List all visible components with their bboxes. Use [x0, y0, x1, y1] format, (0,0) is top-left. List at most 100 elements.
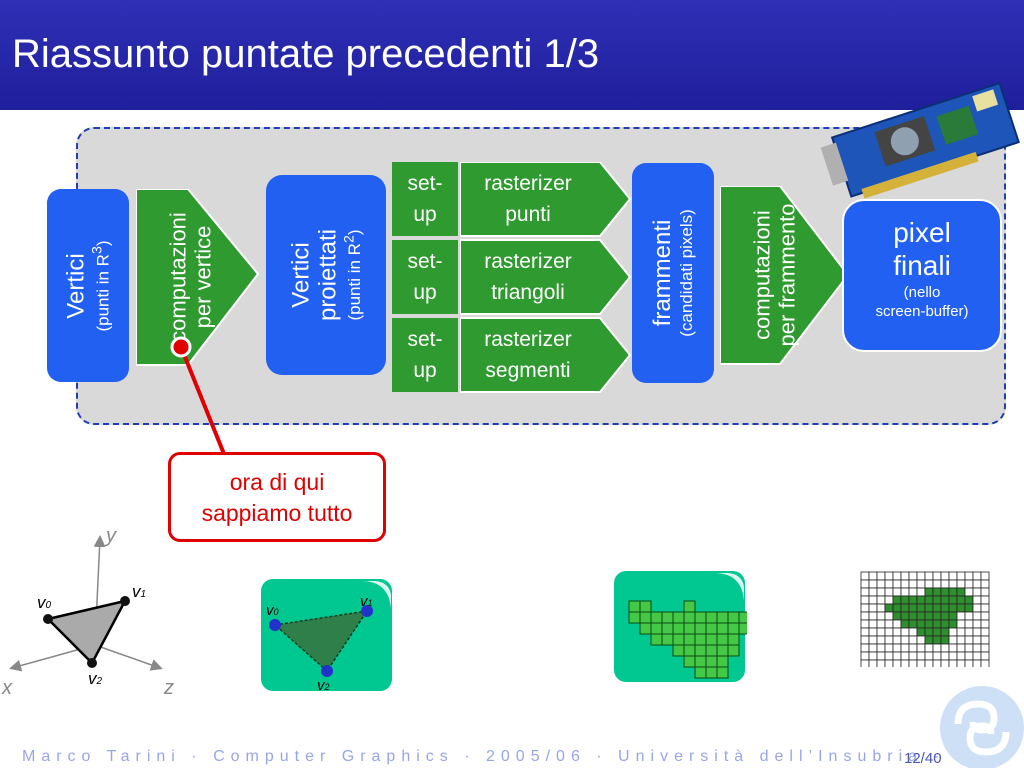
- pixel-cell: [932, 619, 942, 629]
- pixel-cell: [900, 635, 910, 645]
- pixel-cell: [940, 603, 950, 613]
- triangle-shape: [45, 599, 128, 666]
- fragment-cell: [716, 633, 729, 646]
- pixel-cell: [956, 659, 966, 667]
- pixel-cell: [884, 595, 894, 605]
- vertex-computation-arrow-shape: [136, 189, 260, 366]
- fragment-cell: [628, 611, 641, 624]
- z-axis: [94, 644, 163, 671]
- projected-vertices-box: Vertici proiettati (punti in R2): [266, 175, 386, 375]
- pixel-cell: [916, 595, 926, 605]
- pixel-cell: [860, 619, 870, 629]
- pixel-cell: [908, 659, 918, 667]
- pixel-cell: [940, 579, 950, 589]
- pixel-cell: [956, 619, 966, 629]
- pixel-cell: [884, 587, 894, 597]
- pixel-cell: [900, 659, 910, 667]
- callout-box: ora di qui sappiamo tutto: [168, 452, 386, 542]
- pixel-cell: [964, 643, 974, 653]
- fragment-cell: [727, 611, 740, 624]
- pixel-cell: [884, 619, 894, 629]
- pixel-cell: [876, 611, 886, 621]
- pixel-cell: [924, 643, 934, 653]
- pixel-cell: [972, 643, 982, 653]
- pixel-cell: [892, 659, 902, 667]
- pixel-cell: [900, 571, 910, 581]
- pixel-cell: [868, 651, 878, 661]
- fragment-cell: [694, 666, 707, 679]
- pixel-cell: [884, 643, 894, 653]
- pixel-cell: [924, 595, 934, 605]
- vertex-dot-v0: [43, 614, 53, 624]
- pixel-cell: [900, 651, 910, 661]
- fragment-cell: [694, 622, 707, 635]
- label-v2: v2: [88, 669, 103, 688]
- pixel-cell: [924, 635, 934, 645]
- pixel-cell: [860, 651, 870, 661]
- rasterizer-segments-label: rasterizer segmenti: [484, 328, 572, 382]
- pixel-cell: [932, 595, 942, 605]
- fragment-cell: [672, 644, 685, 657]
- pixel-cell: [924, 603, 934, 613]
- pixel-cell: [868, 635, 878, 645]
- pixel-cell: [932, 627, 942, 637]
- pixel-cell: [980, 619, 990, 629]
- pixel-cell: [940, 587, 950, 597]
- pixel-cell: [948, 659, 958, 667]
- setup-cell-3: set- up: [392, 318, 458, 392]
- pixel-cell: [868, 659, 878, 667]
- pixel-cell: [860, 579, 870, 589]
- x-axis-label: x: [1, 677, 13, 699]
- pixel-cell: [964, 571, 974, 581]
- pixel-cell: [860, 603, 870, 613]
- pixel-cell: [980, 611, 990, 621]
- pixel-cell: [900, 643, 910, 653]
- projected-label-v2: v2: [317, 677, 330, 693]
- pixel-cell: [932, 659, 942, 667]
- fragment-cell: [705, 611, 718, 624]
- pixel-cell: [900, 619, 910, 629]
- fragment-cell: [683, 644, 696, 657]
- pixel-cell: [900, 579, 910, 589]
- callout-line1: ora di qui: [229, 469, 325, 495]
- pixel-cell: [860, 635, 870, 645]
- fragment-cell: [672, 622, 685, 635]
- fragment-cell: [650, 622, 663, 635]
- pixel-cell: [956, 635, 966, 645]
- projected-triangle-panel: v0 v1 v2: [261, 579, 392, 693]
- pixel-cell: [972, 611, 982, 621]
- 3d-triangle-diagram: y x z v0 v1 v2: [1, 525, 174, 699]
- pixel-cell: [916, 635, 926, 645]
- fragment-cell: [716, 644, 729, 657]
- pixel-cell: [932, 643, 942, 653]
- final-pixel-grid: [860, 571, 990, 667]
- pixel-cell: [964, 659, 974, 667]
- pixel-cell: [964, 603, 974, 613]
- pixel-cell: [892, 627, 902, 637]
- pixel-cell: [892, 635, 902, 645]
- pixel-cell: [964, 587, 974, 597]
- pixel-cell: [860, 611, 870, 621]
- final-pixels-line2: finali: [893, 250, 951, 281]
- pixel-cell: [948, 627, 958, 637]
- z-axis-label: z: [163, 677, 174, 699]
- fragments-box: frammenti (candidati pixels): [632, 163, 714, 383]
- pixel-cell: [932, 579, 942, 589]
- pixel-cell: [908, 651, 918, 661]
- label-v1: v1: [132, 582, 146, 601]
- pixel-cell: [884, 627, 894, 637]
- projected-vertex-v2: [321, 665, 333, 677]
- pixel-cell: [884, 579, 894, 589]
- pixel-cell: [956, 603, 966, 613]
- pixel-cell: [948, 579, 958, 589]
- fragment-cell: [694, 655, 707, 668]
- pixel-cell: [924, 659, 934, 667]
- pixel-cell: [916, 627, 926, 637]
- rasterizer-triangles-label: rasterizer triangoli: [484, 250, 572, 304]
- pixel-cell: [868, 595, 878, 605]
- pixel-cell: [860, 627, 870, 637]
- fragment-cell: [716, 622, 729, 635]
- pixel-cell: [876, 643, 886, 653]
- fragment-cell: [716, 666, 729, 679]
- fragment-cell: [672, 633, 685, 646]
